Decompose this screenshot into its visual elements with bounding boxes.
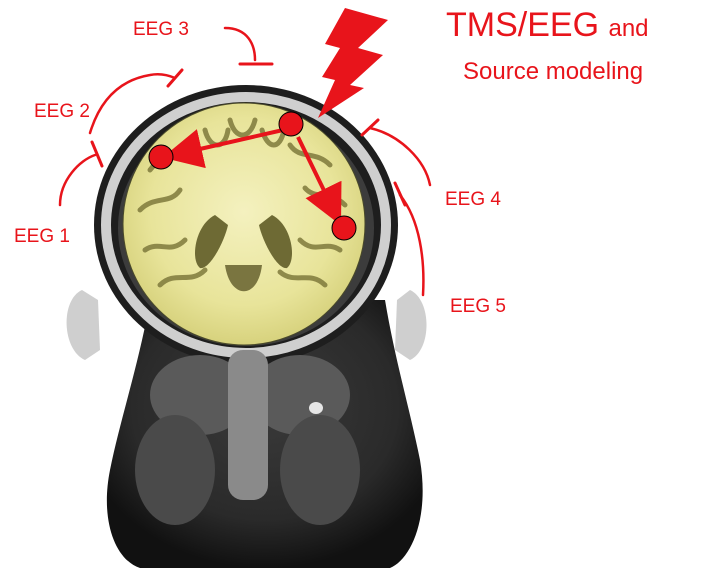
mri-jaw-right bbox=[280, 415, 360, 525]
electrode-bar-eeg5 bbox=[395, 183, 405, 205]
eeg2-label: EEG 2 bbox=[34, 102, 90, 121]
mri-ear-left bbox=[67, 290, 100, 360]
source-dot-icon bbox=[279, 112, 303, 136]
electrode-bar-eeg2 bbox=[168, 70, 182, 86]
title-main: TMS/EEG bbox=[446, 6, 599, 44]
mri-highlight bbox=[309, 402, 323, 414]
title-line1: TMS/EEG and bbox=[446, 8, 649, 42]
electrode-bar-eeg1 bbox=[92, 142, 102, 166]
wire-eeg3 bbox=[225, 28, 255, 60]
eeg5-label: EEG 5 bbox=[450, 297, 506, 316]
title-suffix: and bbox=[608, 15, 648, 42]
source-dot-icon bbox=[149, 145, 173, 169]
wire-eeg5 bbox=[400, 195, 423, 295]
eeg3-label: EEG 3 bbox=[133, 20, 189, 39]
eeg1-label: EEG 1 bbox=[14, 227, 70, 246]
title-line2: Source modeling bbox=[463, 60, 643, 84]
mri-jaw-left bbox=[135, 415, 215, 525]
eeg4-label: EEG 4 bbox=[445, 190, 501, 209]
lightning-bolt-icon bbox=[318, 8, 388, 118]
source-dot-icon bbox=[332, 216, 356, 240]
electrode-bar-eeg4 bbox=[362, 120, 378, 135]
mri-brainstem bbox=[228, 350, 268, 500]
mri-ear-right bbox=[395, 290, 427, 360]
wire-eeg1 bbox=[60, 155, 95, 205]
